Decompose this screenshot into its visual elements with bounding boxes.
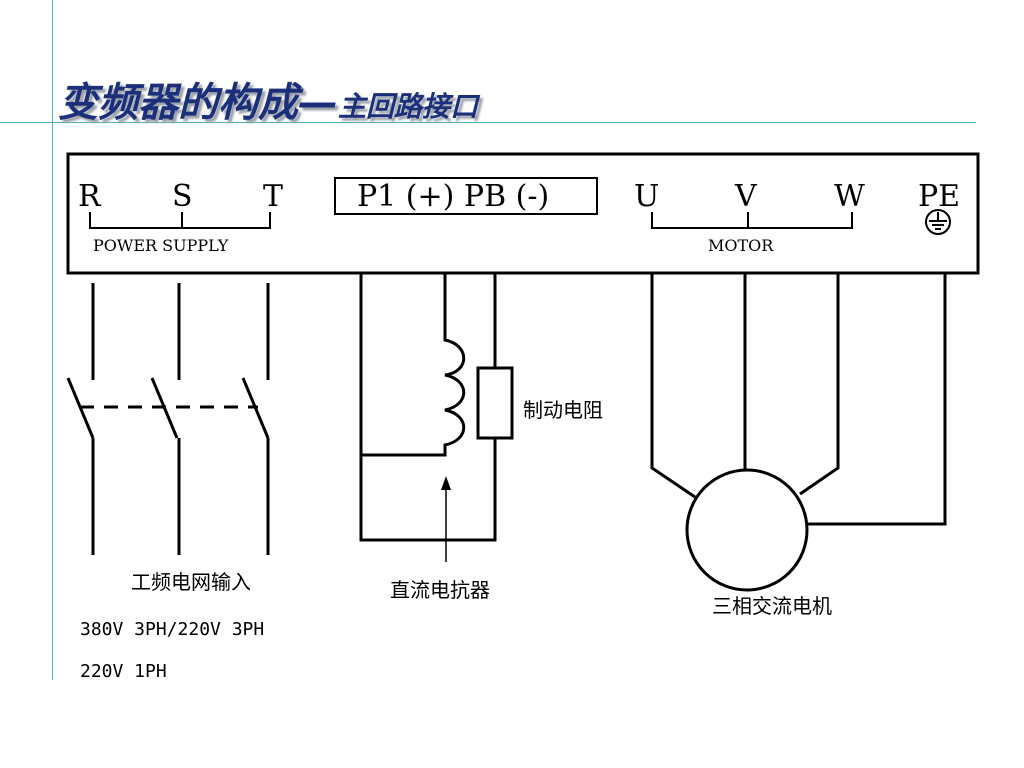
terminal-v: V <box>734 179 758 214</box>
motor-label: MOTOR <box>708 236 774 255</box>
braking-resistor-label: 制动电阻 <box>523 398 603 422</box>
motor-wire-w <box>799 273 840 496</box>
dc-terminals-label: P1 (+) PB (-) <box>357 179 549 214</box>
mains-input-label: 工频电网输入 <box>131 570 251 594</box>
terminal-block <box>66 152 980 275</box>
motor-wire-pe <box>808 273 947 526</box>
dc-terminal-box <box>334 177 598 215</box>
power-supply-label: POWER SUPPLY <box>93 236 229 255</box>
motor-circle <box>685 468 809 592</box>
voltage-spec-line-2: 220V 1PH <box>80 661 167 682</box>
dc-reactor-label: 直流电抗器 <box>390 578 490 602</box>
voltage-spec-line-1: 380V 3PH/220V 3PH <box>80 619 264 640</box>
mains-switch <box>66 283 270 555</box>
motor-wire-u <box>650 273 696 499</box>
decorative-vertical-rule <box>52 0 53 680</box>
decorative-horizontal-rule <box>0 122 976 123</box>
braking-resistor <box>476 366 514 440</box>
terminal-pe: PE <box>918 179 960 214</box>
slide-title-sub: 主回路接口 <box>338 90 479 123</box>
terminal-u: U <box>634 179 659 214</box>
motor-bracket <box>651 212 853 229</box>
slide-title: 变频器的构成—主回路接口 <box>58 70 478 128</box>
motor-caption: 三相交流电机 <box>712 594 832 618</box>
earth-icon <box>925 209 951 235</box>
dc-bus-wire <box>359 273 497 542</box>
power-supply-bracket <box>89 212 271 229</box>
terminal-w: W <box>834 179 865 214</box>
reactor-pointer-arrowhead <box>441 476 451 490</box>
terminal-r: R <box>78 179 102 214</box>
slide-title-main: 变频器的构成— <box>58 80 338 126</box>
terminal-t: T <box>263 179 283 214</box>
dc-reactor-coil <box>361 273 466 457</box>
terminal-s: S <box>172 179 193 214</box>
